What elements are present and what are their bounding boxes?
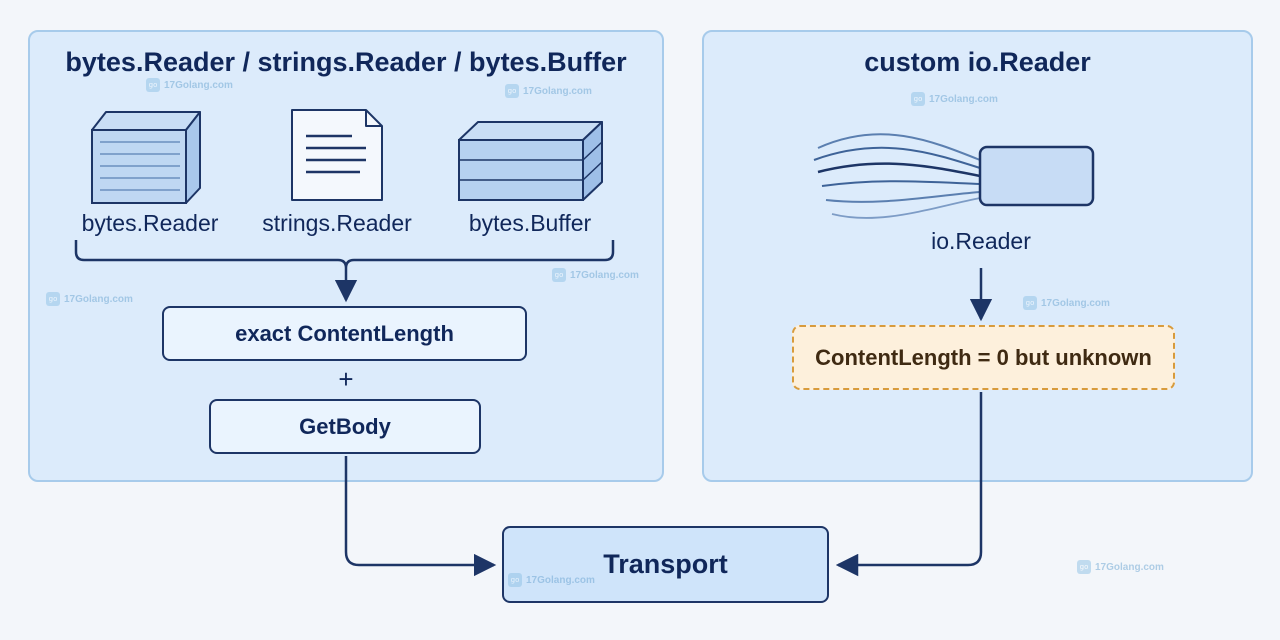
getbody-box: GetBody [209, 399, 481, 454]
io-reader-label: io.Reader [931, 228, 1031, 254]
stacked-pages-icon [91, 111, 201, 204]
watermark: go 17Golang.com [146, 78, 233, 92]
watermark-text: 17Golang.com [1095, 561, 1164, 573]
watermark-text: 17Golang.com [929, 93, 998, 105]
exact-content-length-box: exact ContentLength [162, 306, 527, 361]
plus-sign: + [338, 364, 354, 394]
arrow-warning-to-transport [835, 392, 983, 577]
watermark-text: 17Golang.com [570, 269, 639, 281]
watermark: go 17Golang.com [911, 92, 998, 106]
watermark-text: 17Golang.com [523, 85, 592, 97]
stream-reader-icon [813, 133, 1095, 219]
watermark-text: 17Golang.com [64, 293, 133, 305]
watermark-text: 17Golang.com [526, 574, 595, 586]
left-panel-title: bytes.Reader / strings.Reader / bytes.Bu… [65, 47, 627, 77]
watermark-logo-icon: go [146, 78, 160, 92]
watermark: go 17Golang.com [46, 292, 133, 306]
unknown-content-length-box: ContentLength = 0 but unknown [792, 325, 1175, 390]
watermark-text: 17Golang.com [1041, 297, 1110, 309]
watermark-logo-icon: go [505, 84, 519, 98]
watermark-logo-icon: go [508, 573, 522, 587]
watermark: go 17Golang.com [1023, 296, 1110, 310]
text-document-icon [291, 109, 383, 201]
watermark-logo-icon: go [1077, 560, 1091, 574]
watermark: go 17Golang.com [508, 573, 595, 587]
bytes-buffer-label: bytes.Buffer [468, 210, 592, 236]
transport-box: Transport [502, 526, 829, 603]
watermark: go 17Golang.com [505, 84, 592, 98]
buffer-block-icon [458, 121, 603, 201]
watermark-logo-icon: go [46, 292, 60, 306]
watermark-text: 17Golang.com [164, 79, 233, 91]
watermark-logo-icon: go [552, 268, 566, 282]
group-brace [74, 240, 615, 269]
watermark-logo-icon: go [1023, 296, 1037, 310]
watermark-logo-icon: go [911, 92, 925, 106]
arrow-getbody-to-transport [344, 456, 497, 577]
strings-reader-label: strings.Reader [262, 210, 412, 236]
bytes-reader-label: bytes.Reader [81, 210, 219, 236]
right-panel-title: custom io.Reader [864, 47, 1091, 77]
right-panel [702, 30, 1253, 482]
watermark: go 17Golang.com [552, 268, 639, 282]
watermark: go 17Golang.com [1077, 560, 1164, 574]
